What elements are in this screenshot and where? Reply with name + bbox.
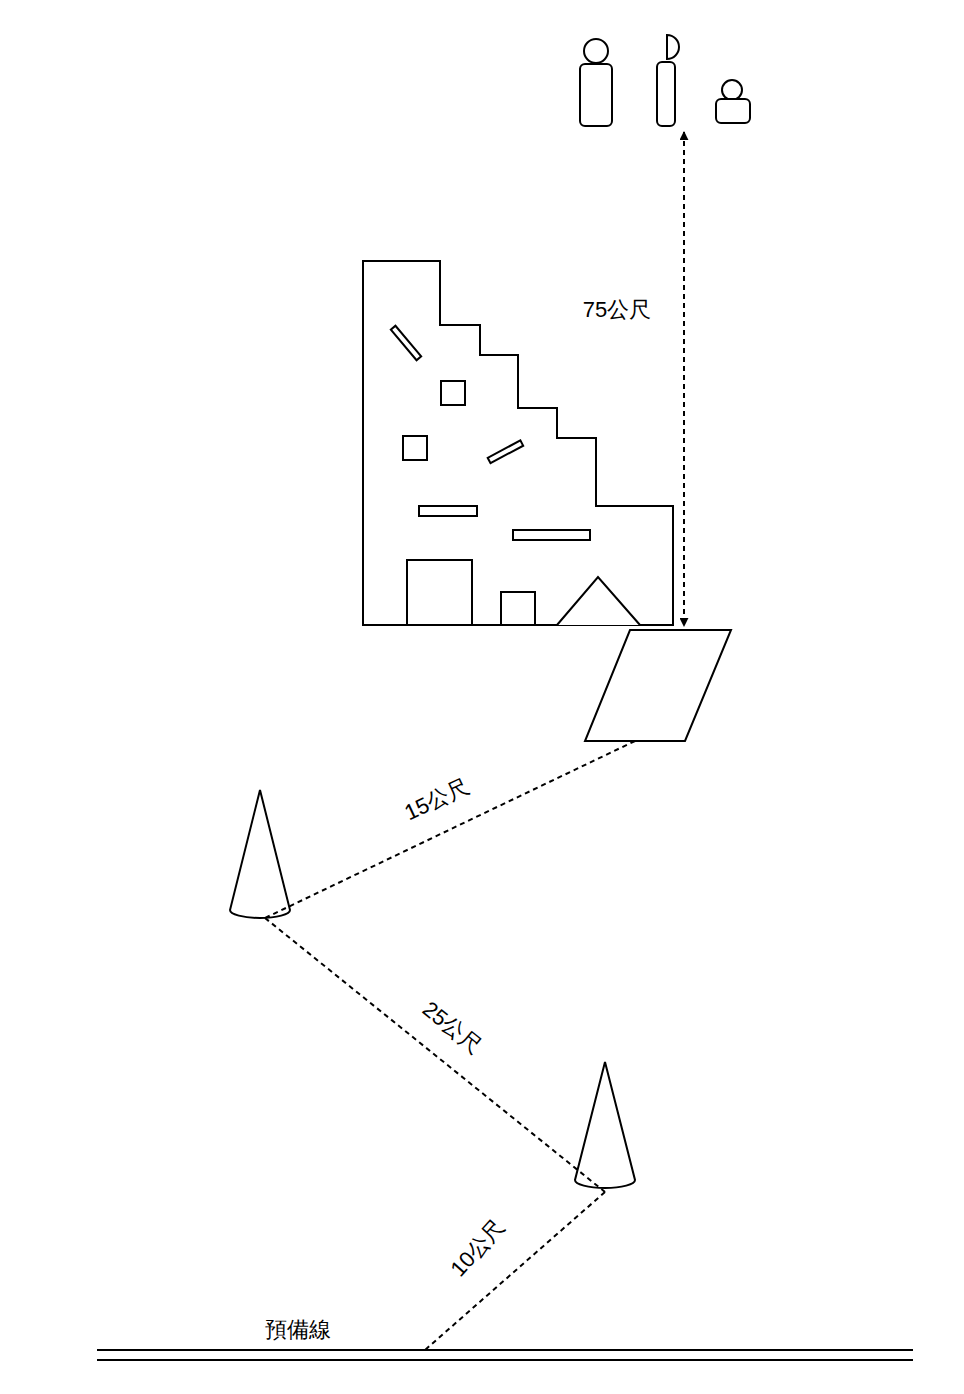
start-line-stroke (97, 1359, 913, 1361)
climbing-wall (363, 261, 673, 625)
mat (585, 630, 731, 741)
wall-hold (391, 326, 421, 360)
start-line-label: 預備線 (263, 1318, 333, 1342)
wall-door (407, 560, 472, 625)
distance-label: 10公尺 (445, 1213, 511, 1283)
route-line (265, 918, 605, 1192)
cone-body (575, 1062, 635, 1188)
start-line-stroke (97, 1349, 913, 1351)
route-line (265, 741, 635, 918)
wall-hold (403, 436, 427, 460)
person-body (657, 62, 675, 126)
wall-hold (419, 506, 477, 516)
wall-hold (488, 440, 523, 463)
wall-hold (441, 381, 465, 405)
person-head (584, 39, 608, 63)
cone (575, 1062, 635, 1188)
distance-arrow (683, 132, 685, 626)
wall-outline (363, 261, 673, 625)
wall-door (501, 592, 535, 625)
distance-label: 25公尺 (416, 996, 488, 1060)
person-head (667, 35, 679, 59)
start-line (97, 1350, 913, 1360)
cone (230, 790, 290, 918)
cone-body (230, 790, 290, 918)
person-body (580, 64, 612, 126)
route-line (425, 1192, 605, 1350)
route-lines (265, 741, 635, 1350)
wall-hold (513, 530, 590, 540)
distance-label: 15公尺 (399, 774, 475, 827)
person-head (722, 80, 742, 100)
wall-triangle (557, 577, 640, 625)
distance-label: 75公尺 (581, 298, 653, 322)
person-body (716, 99, 750, 123)
people-figures (580, 35, 750, 126)
